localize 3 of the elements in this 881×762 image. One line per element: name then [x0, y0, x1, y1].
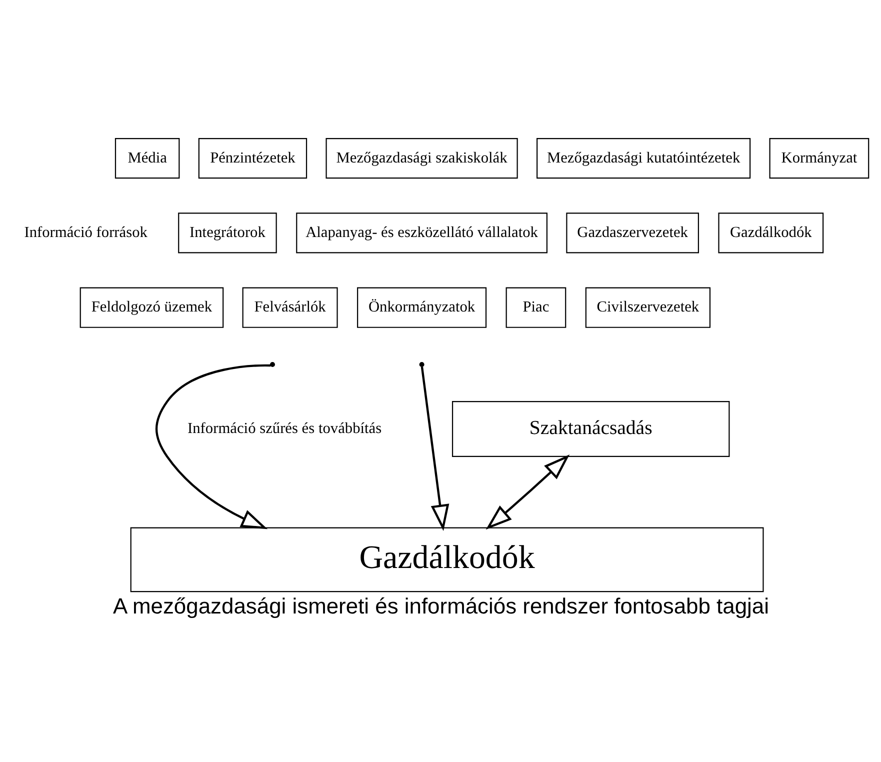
caption: A mezőgazdasági ismereti és információs rendszer fontosabb tagjai: [112, 592, 769, 618]
label: Információ szűrés és továbbítás: [187, 420, 382, 437]
label: Információ források: [24, 224, 147, 241]
